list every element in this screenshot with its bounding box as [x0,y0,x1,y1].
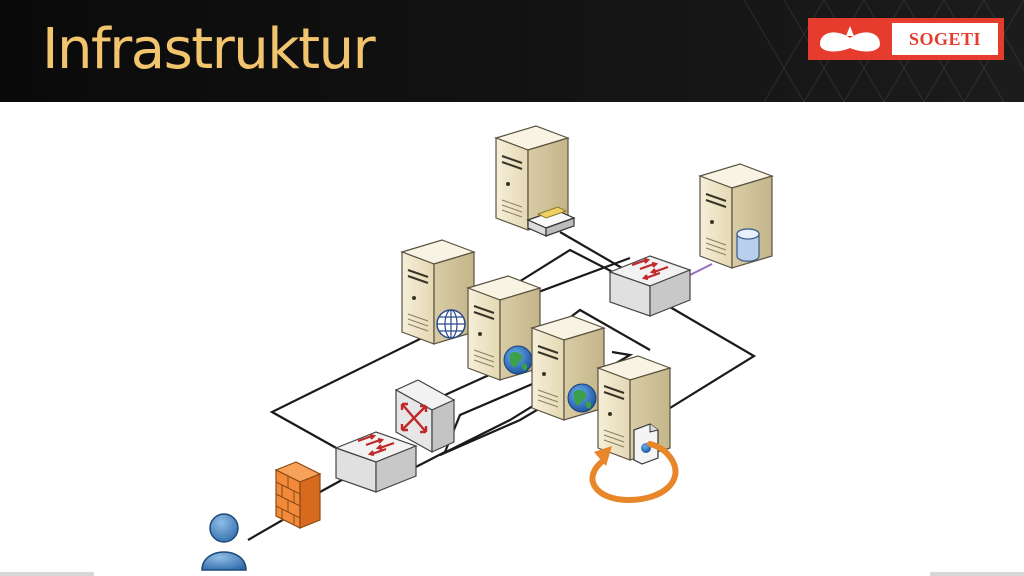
spade-icon [820,26,880,52]
bottom-band-left [0,572,94,576]
globe-icon [503,345,533,375]
logo-text: SOGETI [908,29,982,49]
infrastructure-diagram [201,125,773,571]
globe-icon [567,383,597,413]
firewall-icon [274,461,322,529]
slide-header: Infrastruktur SOGETI [0,0,1024,102]
sogeti-logo: SOGETI [808,18,1004,60]
user-icon [201,513,247,571]
printer-icon [526,206,576,237]
database-server [699,163,773,269]
database-icon [736,228,760,262]
cycle-arrow-icon [589,441,679,504]
logo-text-box: SOGETI [892,23,998,55]
router [394,379,456,454]
bottom-band-right [930,572,1024,576]
edge-switch [334,430,418,494]
core-switch [608,254,692,318]
page-title: Infrastruktur [42,17,376,82]
globe-icon [436,309,466,339]
